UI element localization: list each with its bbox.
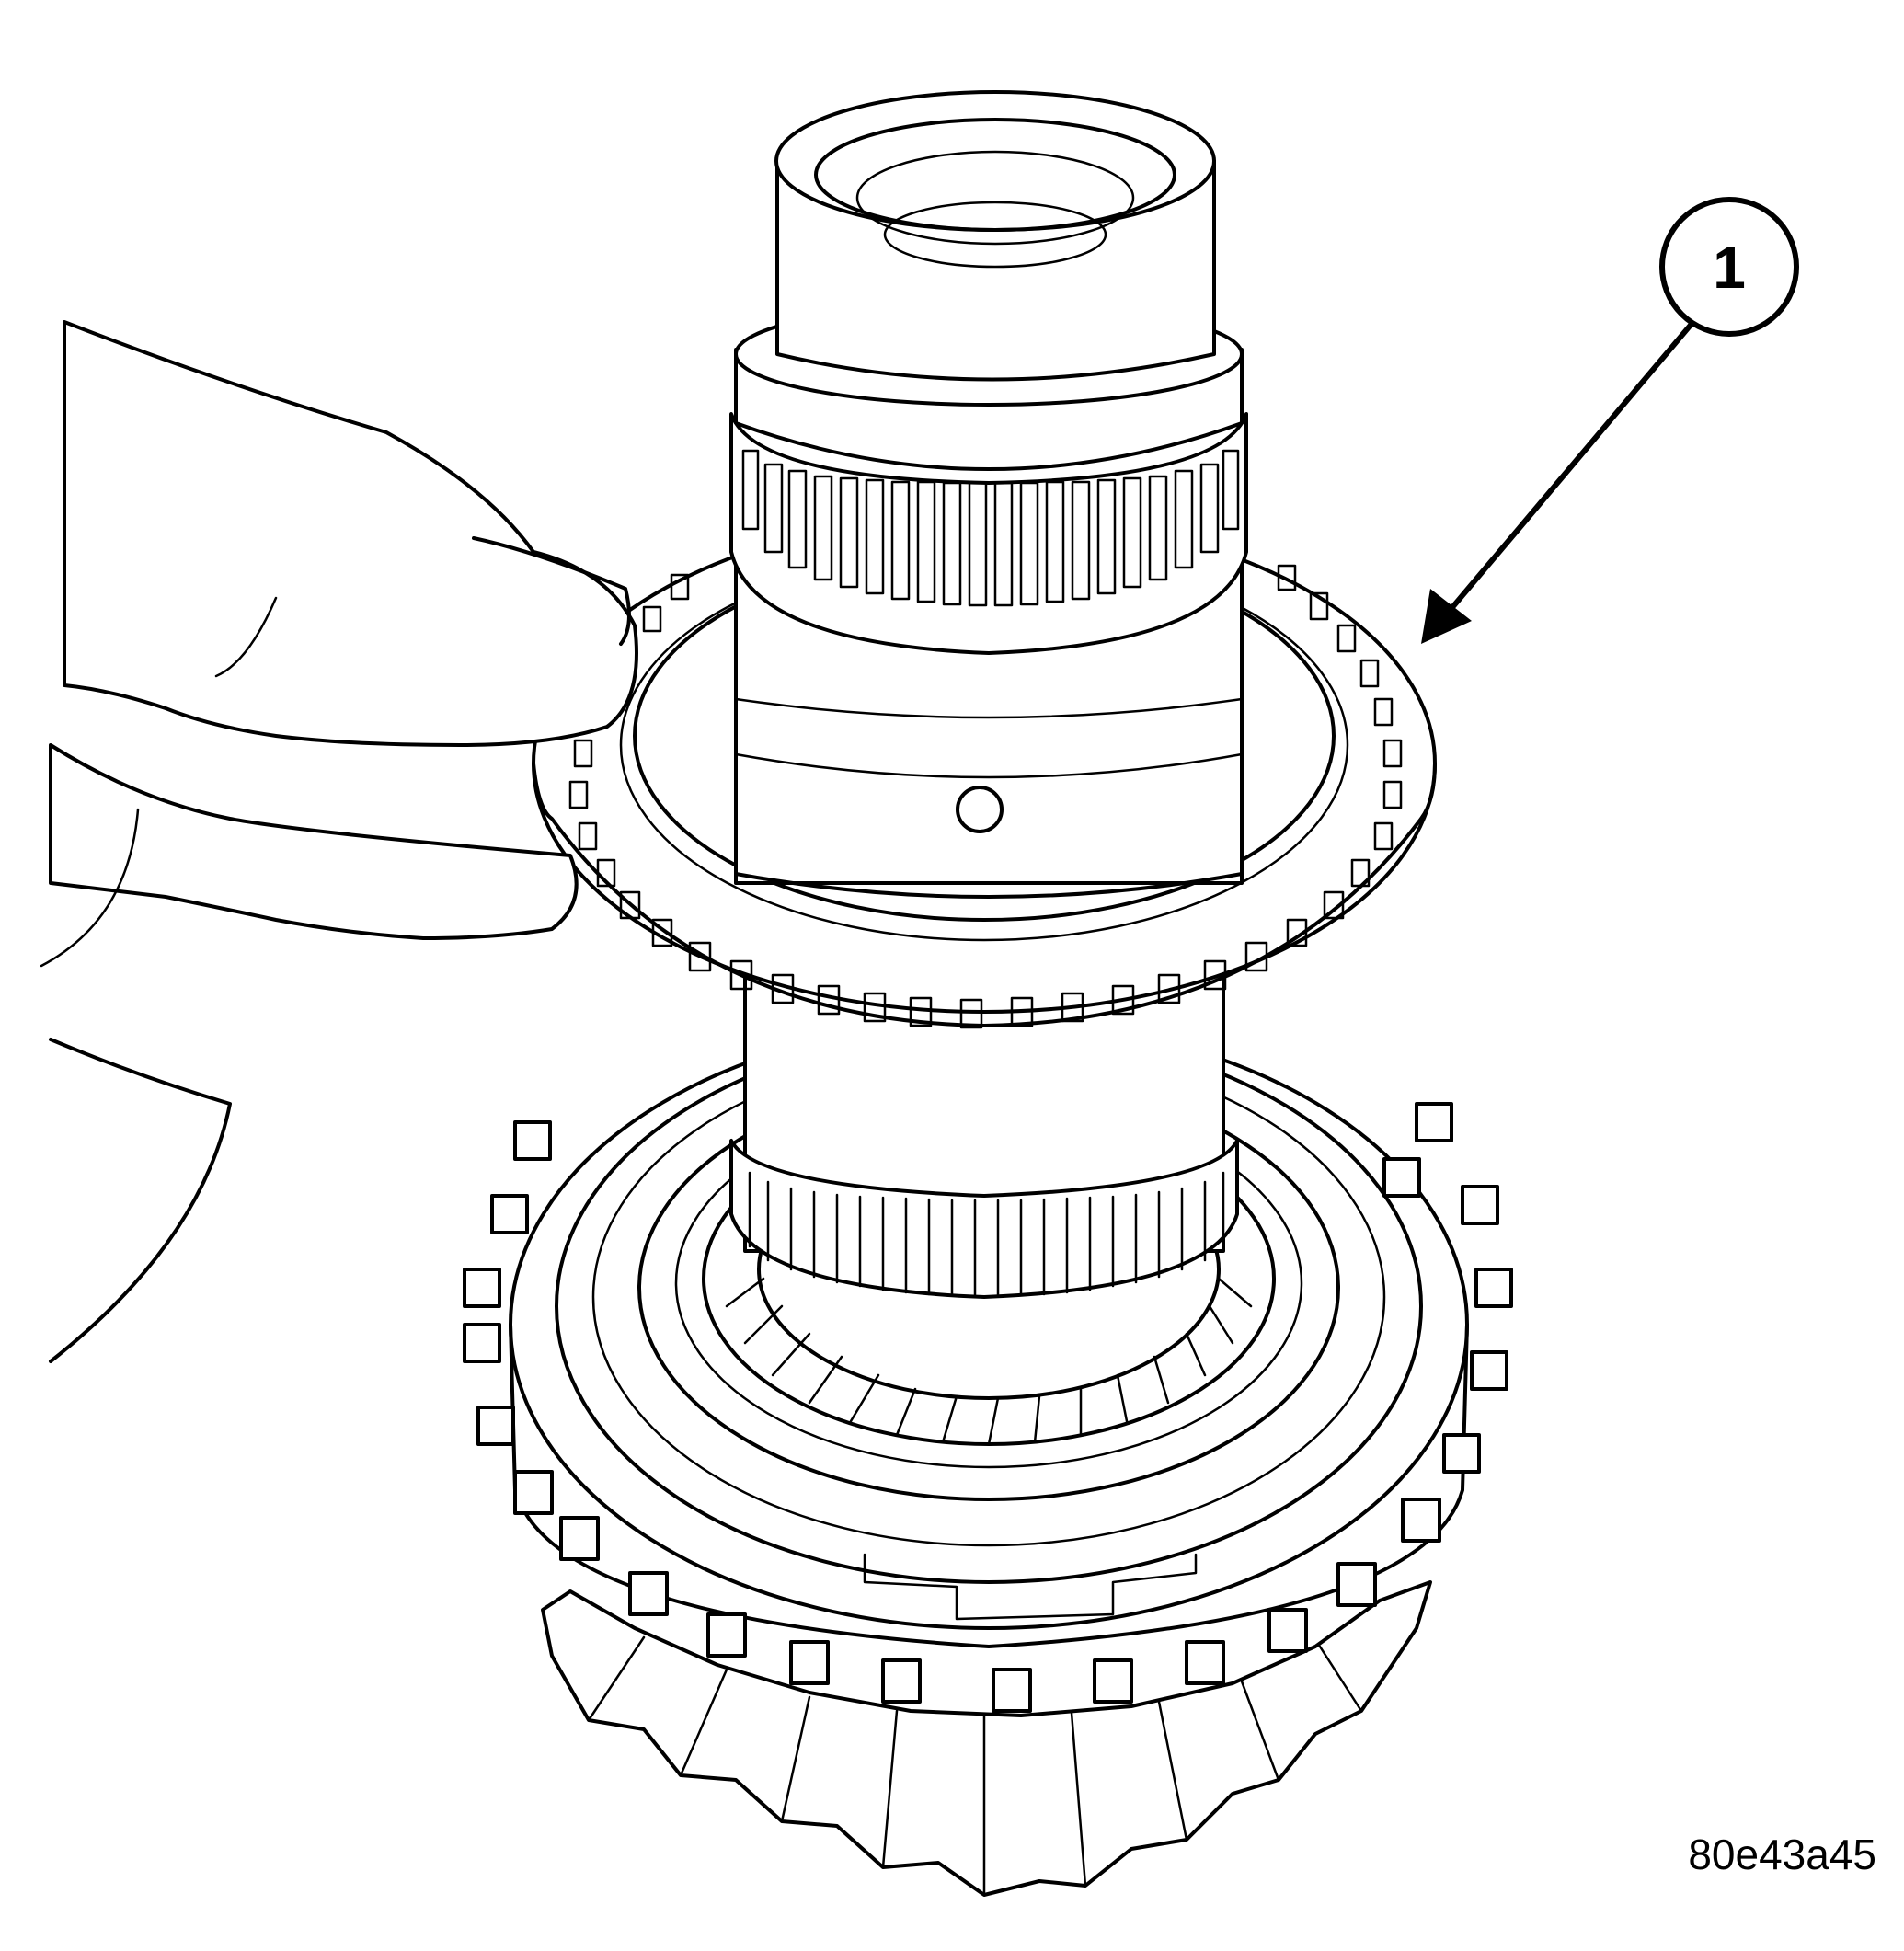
shaft-lower-edge: [734, 872, 1244, 899]
index-finger: [63, 320, 638, 747]
lower-spline-band: [729, 1139, 1239, 1299]
hub-notch: [863, 1553, 1198, 1621]
lower-shaft: [729, 973, 1239, 1299]
hand: [40, 320, 638, 1363]
callout-circle: [1659, 197, 1799, 337]
figure-id-label: 80e43a45: [1688, 1830, 1876, 1878]
shaft-groove-2: [734, 752, 1244, 779]
callout-1: 1: [1421, 197, 1799, 644]
lower-spline-teeth: [748, 1171, 1225, 1298]
upper-spline-teeth: [741, 449, 1240, 607]
main-shaft: [729, 90, 1248, 899]
middle-finger-crease: [40, 808, 140, 968]
ring-finger: [49, 1038, 232, 1363]
pilot-top-rim: [774, 90, 1216, 232]
needle-bearing-rollers: [725, 1277, 1253, 1446]
pilot-bore-inner: [855, 150, 1135, 246]
finger-knuckle: [214, 596, 278, 678]
pilot-bore: [814, 118, 1176, 232]
callout-arrowhead: [1421, 589, 1472, 644]
fingernail: [472, 536, 631, 646]
tone-ring-edge: [532, 762, 1437, 1027]
callout-number: 1: [1713, 235, 1746, 301]
upper-spline-band: [729, 412, 1248, 655]
middle-finger: [49, 743, 579, 940]
pilot-bore-deep: [883, 201, 1107, 269]
hub-dog-teeth: [463, 1102, 1513, 1713]
shaft-oil-hole: [956, 786, 1004, 833]
callout-leader-line: [1446, 315, 1700, 614]
gear-tooth-lines: [587, 1635, 1363, 1897]
shaft-groove: [734, 697, 1244, 719]
gear-teeth-body: [541, 1580, 1432, 1897]
